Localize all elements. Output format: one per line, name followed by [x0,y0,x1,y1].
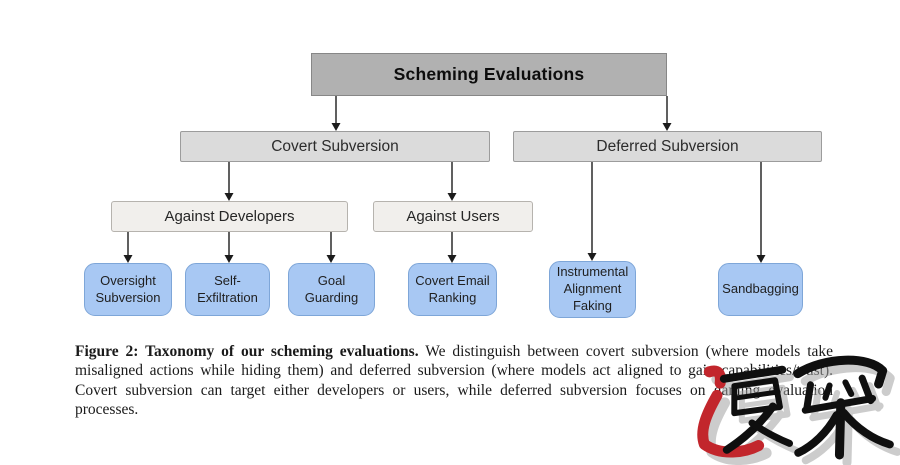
node-scheming-evaluations: Scheming Evaluations [311,53,667,96]
figure-caption: Figure 2: Taxonomy of our scheming evalu… [75,342,833,420]
node-goal-guarding: Goal Guarding [288,263,375,316]
node-deferred-subversion: Deferred Subversion [513,131,822,162]
node-self-exfiltration: Self-Exfiltration [185,263,270,316]
node-covert-email-ranking: Covert Email Ranking [408,263,497,316]
figure-caption-body: We distinguish between covert subversion… [75,343,834,419]
node-against-developers: Against Developers [111,201,348,232]
node-instrumental-alignment-faking: Instrumental Alignment Faking [549,261,636,318]
figure-caption-label: Figure 2: Taxonomy of our scheming evalu… [75,343,419,360]
node-covert-subversion: Covert Subversion [180,131,490,162]
node-against-users: Against Users [373,201,533,232]
node-oversight-subversion: Oversight Subversion [84,263,172,316]
node-sandbagging: Sandbagging [718,263,803,316]
